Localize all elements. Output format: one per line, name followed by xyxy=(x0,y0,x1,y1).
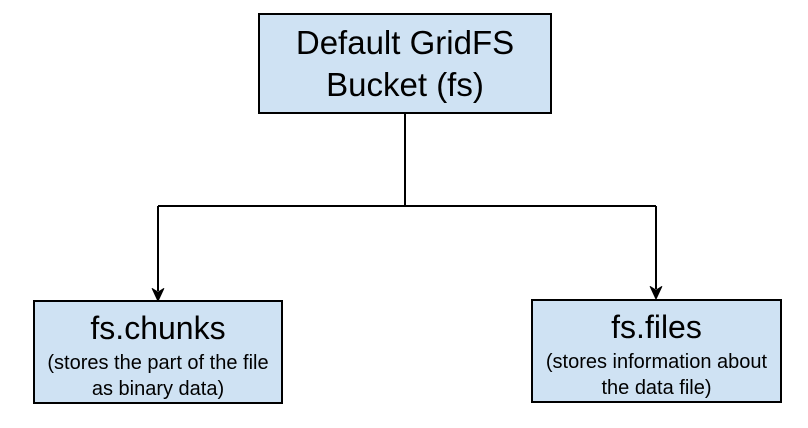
fs-files-description: (stores information about the data file) xyxy=(545,351,768,399)
arrowhead-right-icon xyxy=(649,286,663,300)
node-fs-files: fs.files (stores information about the d… xyxy=(531,299,782,403)
fs-chunks-description: (stores the part of the file as binary d… xyxy=(47,352,269,400)
fs-chunks-label: fs.chunks xyxy=(90,310,226,346)
fs-files-label: fs.files xyxy=(611,309,702,345)
node-default-gridfs-bucket: Default GridFS Bucket (fs) xyxy=(258,13,552,114)
root-node-label: Default GridFS Bucket (fs) xyxy=(295,23,515,103)
node-fs-chunks: fs.chunks (stores the part of the file a… xyxy=(33,300,283,404)
